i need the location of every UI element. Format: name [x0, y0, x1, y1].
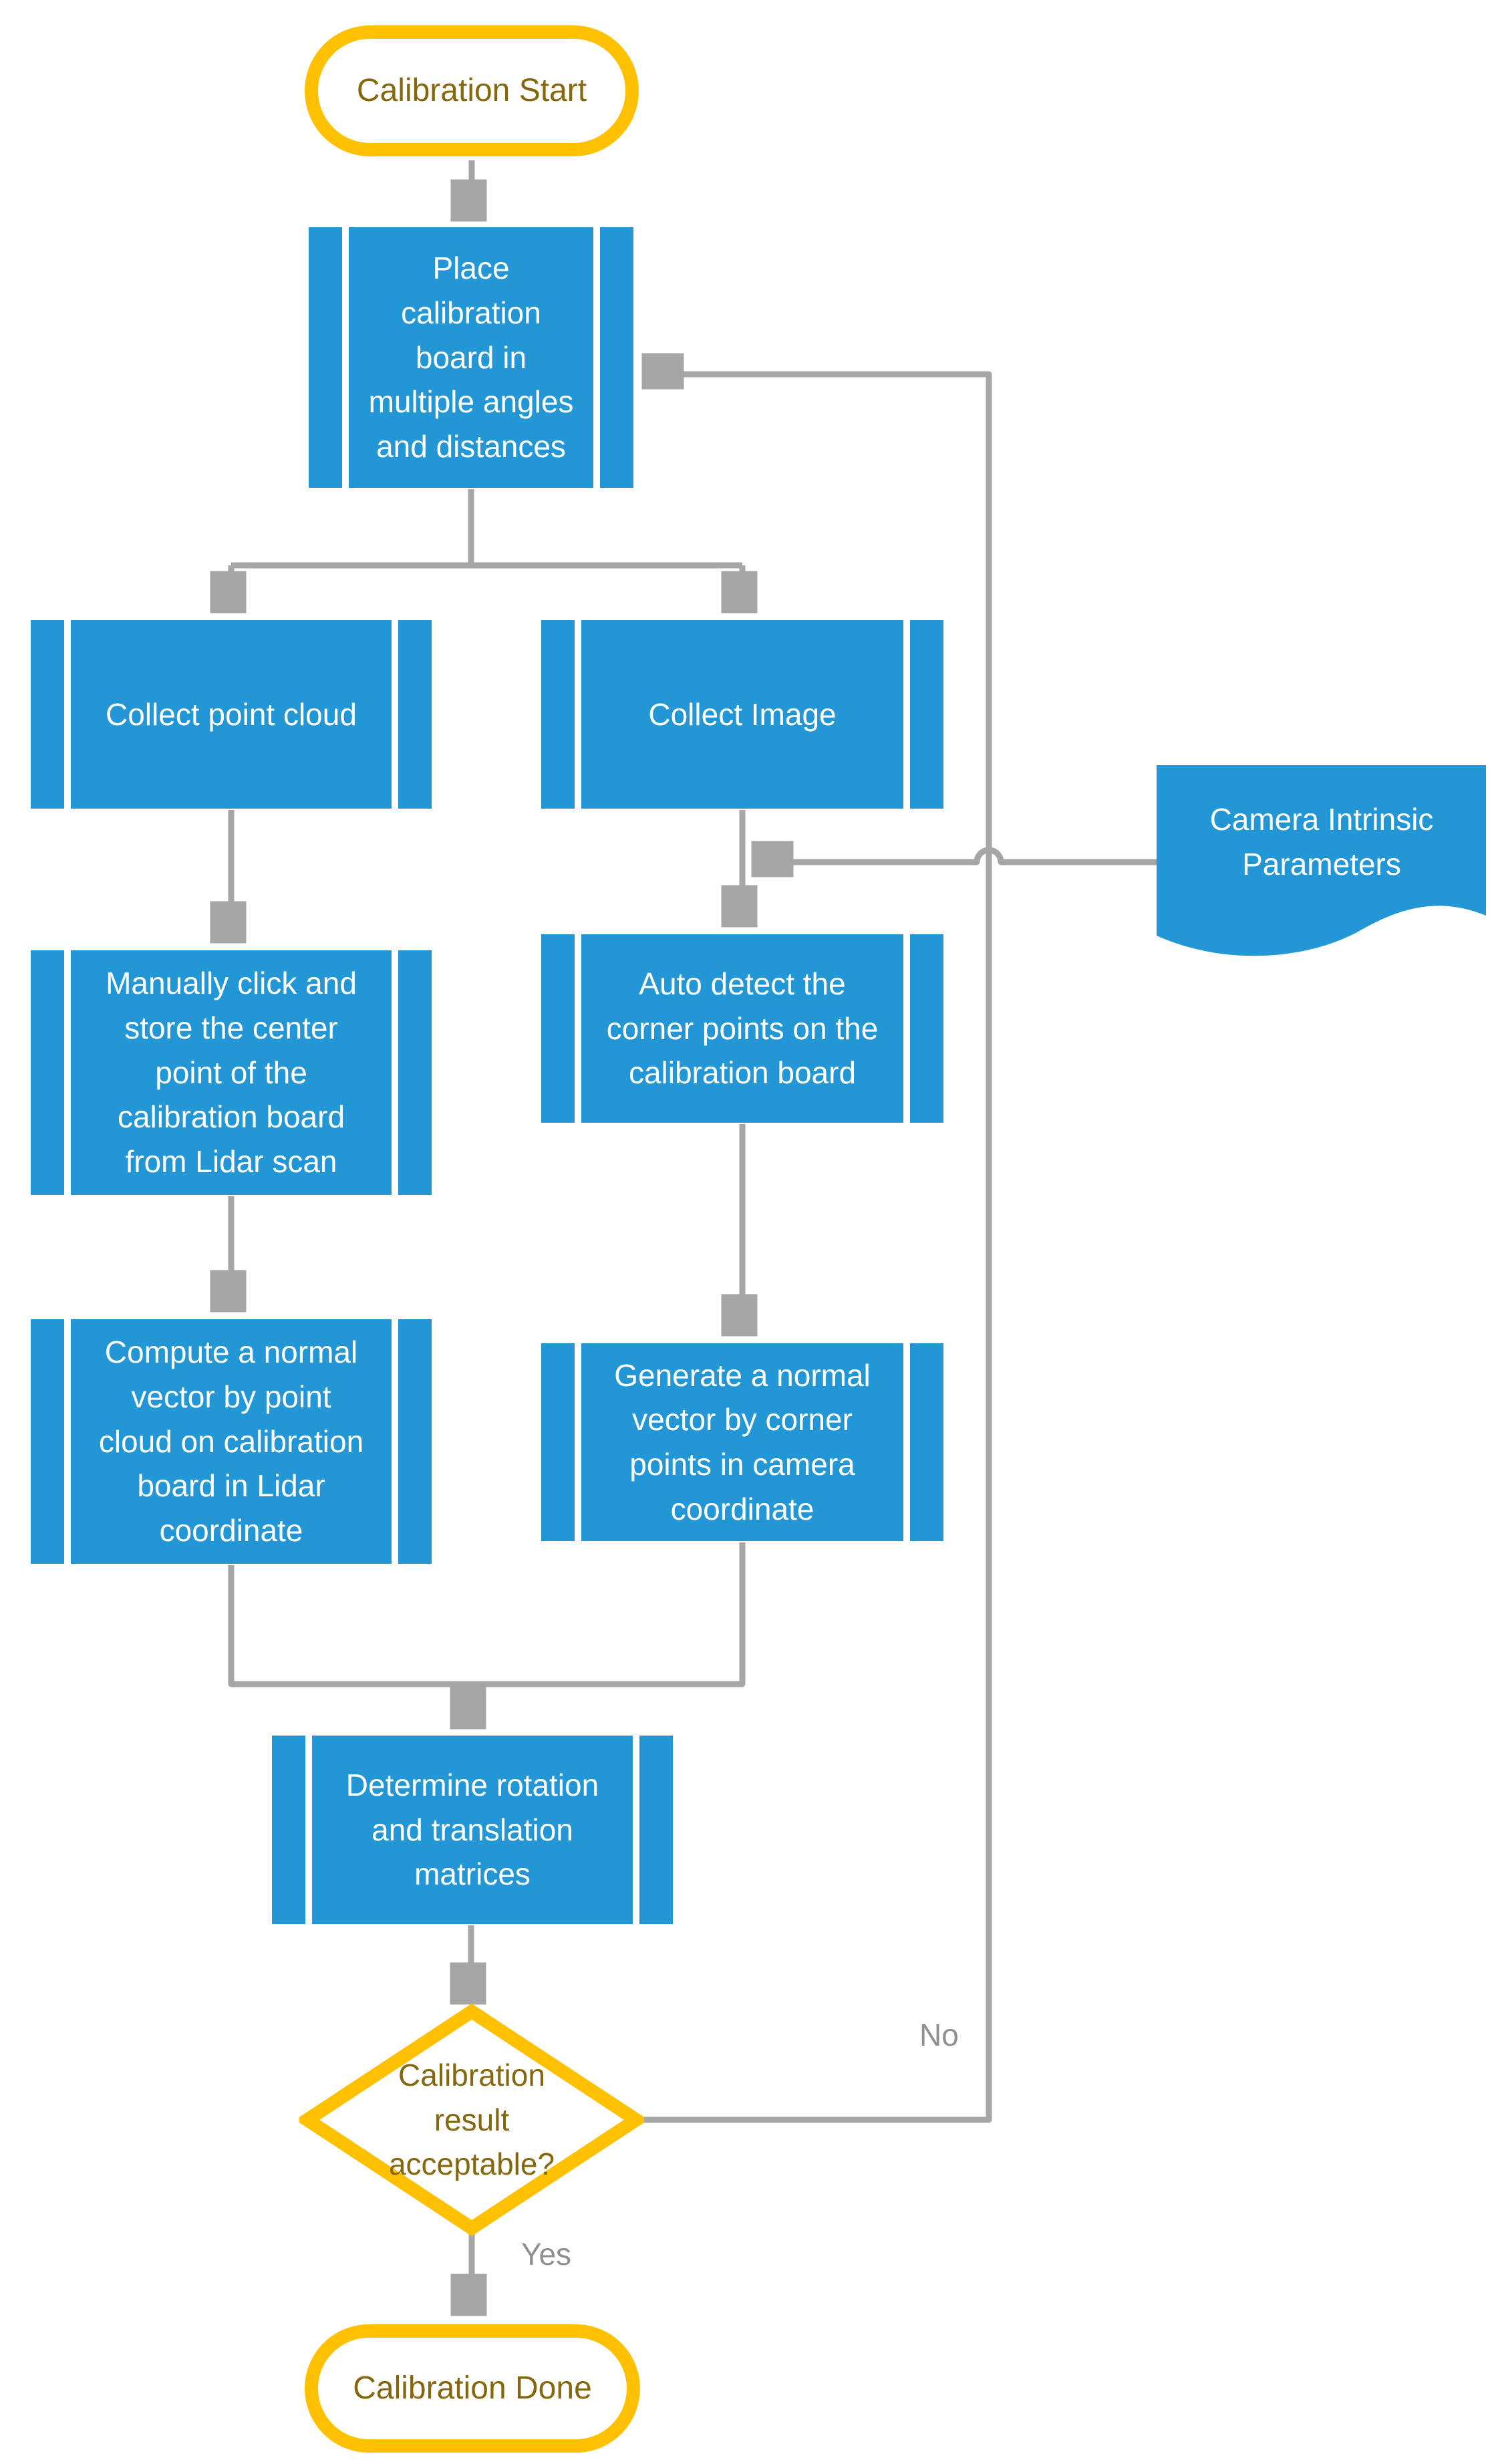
- predef-right-bar: [639, 1736, 673, 1924]
- node-collect-point-cloud: Collect point cloud: [31, 620, 432, 809]
- node-auto-detect-body: Auto detect the corner points on the cal…: [581, 934, 903, 1123]
- predef-right-bar: [600, 227, 633, 488]
- node-auto-detect-label: Auto detect the corner points on the cal…: [606, 966, 879, 1091]
- edge-camera-intrinsic-to-auto-detect: [754, 850, 1157, 862]
- predef-right-bar: [910, 934, 943, 1123]
- node-decision-acceptable-label: Calibration result acceptable?: [388, 2057, 555, 2182]
- predef-left-bar: [541, 934, 575, 1123]
- node-compute-normal-body: Compute a normal vector by point cloud o…: [71, 1319, 392, 1564]
- node-compute-normal: Compute a normal vector by point cloud o…: [31, 1319, 432, 1564]
- node-collect-point-cloud-label: Collect point cloud: [106, 696, 357, 732]
- node-decision-acceptable: Calibration result acceptable?: [295, 2004, 649, 2236]
- predef-left-bar: [31, 1319, 64, 1564]
- node-calibration-done: Calibration Done: [305, 2324, 640, 2453]
- predef-right-bar: [398, 1319, 432, 1564]
- node-camera-intrinsic: Camera Intrinsic Parameters: [1157, 765, 1487, 972]
- node-camera-intrinsic-label: Camera Intrinsic Parameters: [1209, 802, 1434, 881]
- predef-right-bar: [398, 620, 432, 809]
- node-place-board: Place calibration board in multiple angl…: [309, 227, 633, 488]
- node-generate-normal-label: Generate a normal vector by corner point…: [614, 1357, 871, 1526]
- node-place-board-label: Place calibration board in multiple angl…: [368, 251, 574, 464]
- branch-label-yes: Yes: [521, 2237, 572, 2272]
- document-shape: [1157, 765, 1486, 956]
- node-determine-matrices-body: Determine rotation and translation matri…: [312, 1736, 633, 1924]
- node-collect-image-body: Collect Image: [581, 620, 903, 809]
- node-calibration-start-label: Calibration Start: [356, 73, 587, 109]
- node-collect-point-cloud-body: Collect point cloud: [71, 620, 392, 809]
- node-auto-detect: Auto detect the corner points on the cal…: [541, 934, 943, 1123]
- node-calibration-start: Calibration Start: [305, 25, 639, 156]
- node-generate-normal-body: Generate a normal vector by corner point…: [581, 1343, 903, 1541]
- branch-label-no: No: [919, 2018, 959, 2052]
- node-collect-image-label: Collect Image: [648, 696, 837, 732]
- predef-left-bar: [309, 227, 342, 488]
- predef-left-bar: [272, 1736, 305, 1924]
- predef-left-bar: [541, 1343, 575, 1541]
- predef-right-bar: [910, 620, 943, 809]
- node-generate-normal: Generate a normal vector by corner point…: [541, 1343, 943, 1541]
- predef-left-bar: [31, 950, 64, 1195]
- predef-left-bar: [31, 620, 64, 809]
- predef-right-bar: [910, 1343, 943, 1541]
- node-manual-click: Manually click and store the center poin…: [31, 950, 432, 1195]
- decision-diamond-shape: [295, 2004, 649, 2236]
- node-compute-normal-label: Compute a normal vector by point cloud o…: [98, 1335, 364, 1548]
- predef-left-bar: [541, 620, 575, 809]
- node-place-board-body: Place calibration board in multiple angl…: [349, 227, 593, 488]
- node-manual-click-label: Manually click and store the center poin…: [106, 966, 357, 1180]
- node-manual-click-body: Manually click and store the center poin…: [71, 950, 392, 1195]
- node-determine-matrices-label: Determine rotation and translation matri…: [345, 1767, 599, 1892]
- node-determine-matrices: Determine rotation and translation matri…: [272, 1736, 673, 1924]
- node-collect-image: Collect Image: [541, 620, 943, 809]
- edge-place-split-trunk: [231, 489, 742, 569]
- node-calibration-done-label: Calibration Done: [353, 2370, 592, 2407]
- predef-right-bar: [398, 950, 432, 1195]
